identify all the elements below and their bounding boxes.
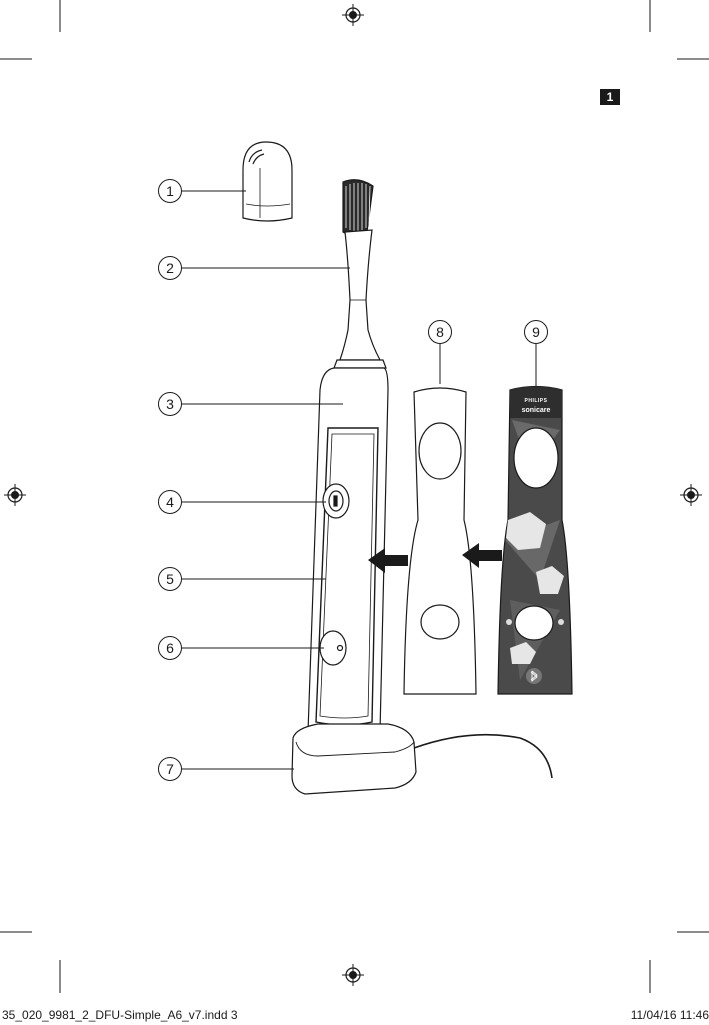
arrow-left-2 xyxy=(462,543,502,568)
right-dot-icon xyxy=(558,619,564,625)
left-dot-icon xyxy=(506,619,512,625)
protective-cap xyxy=(242,141,293,222)
svg-text:2: 2 xyxy=(166,260,174,276)
arrow-left-1 xyxy=(368,548,408,573)
handle xyxy=(307,367,389,741)
callout-8: 8 xyxy=(428,320,452,344)
svg-text:9: 9 xyxy=(532,324,540,340)
svg-text:3: 3 xyxy=(166,396,174,412)
svg-text:5: 5 xyxy=(166,571,174,587)
callout-2: 2 xyxy=(158,256,182,280)
leader-lines xyxy=(182,190,537,770)
footer-filename: 35_020_9981_2_DFU-Simple_A6_v7.indd 3 xyxy=(2,1008,238,1022)
callout-7: 7 xyxy=(158,757,182,781)
callout-9: 9 xyxy=(524,320,548,344)
svg-text:1: 1 xyxy=(166,183,174,199)
brush-head xyxy=(333,179,387,369)
callout-1: 1 xyxy=(158,179,182,203)
registration-mark-left xyxy=(4,484,26,506)
plain-side-panel xyxy=(403,387,477,695)
cube-graphic xyxy=(506,512,564,664)
svg-text:6: 6 xyxy=(166,640,174,656)
registration-mark-right xyxy=(680,484,702,506)
brand-line-2: sonicare xyxy=(522,407,551,414)
page-number-badge: 1 xyxy=(600,89,620,105)
brand-line-1: PHILIPS xyxy=(525,398,548,404)
bluetooth-icon xyxy=(526,668,542,684)
svg-text:8: 8 xyxy=(436,324,444,340)
registration-mark-bottom xyxy=(342,964,364,986)
registration-mark-top xyxy=(342,4,364,26)
svg-text:4: 4 xyxy=(166,494,174,510)
power-button xyxy=(322,483,350,519)
footer-timestamp: 11/04/16 11:46 xyxy=(630,1008,709,1022)
callout-5: 5 xyxy=(158,567,182,591)
svg-text:7: 7 xyxy=(166,761,174,777)
callout-3: 3 xyxy=(158,392,182,416)
crop-marks xyxy=(0,0,709,993)
callout-6: 6 xyxy=(158,636,182,660)
decorated-side-panel: PHILIPS sonicare xyxy=(497,385,573,695)
charger xyxy=(291,723,553,795)
callout-4: 4 xyxy=(158,490,182,514)
